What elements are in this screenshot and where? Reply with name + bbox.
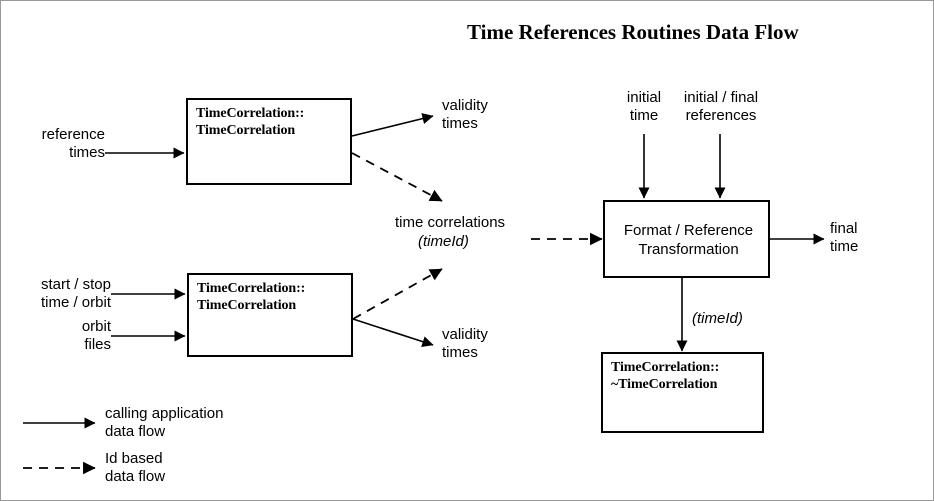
node-format-line2: Transformation [638, 241, 739, 258]
edge-ctor2-validity-times [352, 318, 434, 348]
label-start-stop-time-orbit: start / stop time / orbit [40, 276, 111, 311]
edge-ctor1-validity-times [351, 113, 434, 137]
label-validity-times-top: validity times [442, 97, 488, 132]
node-dtor-line2: ~TimeCorrelation [611, 377, 718, 392]
legend-label-calling-application: calling application data flow [105, 405, 224, 440]
node-ctor1-line2: TimeCorrelation [196, 123, 296, 138]
node-dtor-line1: TimeCorrelation:: [611, 360, 720, 375]
node-timecorrelation-dtor[interactable]: TimeCorrelation:: ~TimeCorrelation [601, 352, 764, 433]
label-time-correlations-id: (timeId) [418, 233, 469, 250]
label-orbit-files: orbit files [81, 318, 111, 353]
label-initial-final-references: initial / final references [683, 89, 759, 124]
legend-label-id-based: Id based data flow [105, 450, 166, 485]
page-title: Time References Routines Data Flow [467, 20, 799, 44]
node-ctor2-line1: TimeCorrelation:: [197, 281, 306, 296]
node-ctor1-line1: TimeCorrelation:: [196, 106, 305, 121]
label-reference-times: reference times [41, 126, 105, 161]
label-validity-times-bottom: validity times [442, 326, 488, 361]
label-time-correlations: time correlations [395, 214, 506, 231]
label-initial-time: initial time [626, 89, 662, 124]
node-timecorrelation-ctor-2[interactable]: TimeCorrelation:: TimeCorrelation [187, 273, 353, 357]
node-format-reference-transformation[interactable]: Format / Reference Transformation [603, 200, 770, 278]
node-ctor2-line2: TimeCorrelation [197, 298, 297, 313]
label-final-time: final time [830, 220, 859, 255]
node-format-line1: Format / Reference [623, 222, 754, 239]
label-dtor-timeid: (timeId) [692, 310, 743, 327]
edge-ctor2-time-correlations [352, 268, 443, 320]
edge-ctor1-time-correlations [351, 152, 443, 202]
node-timecorrelation-ctor-1[interactable]: TimeCorrelation:: TimeCorrelation [186, 98, 352, 185]
